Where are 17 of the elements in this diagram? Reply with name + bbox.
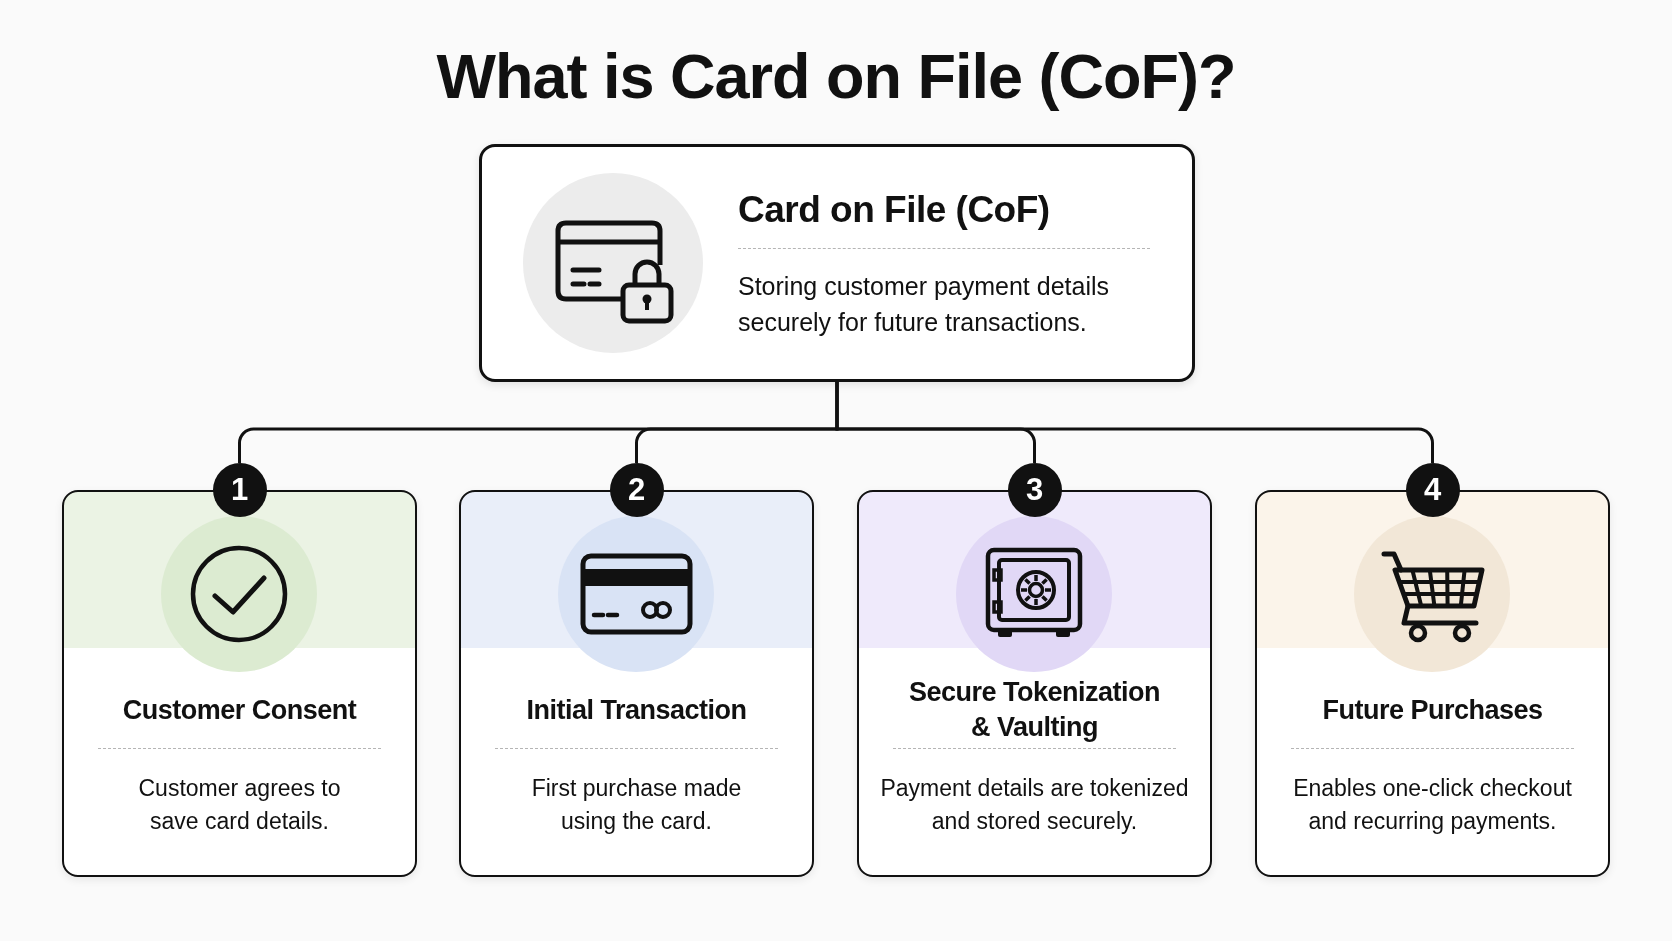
connector-line (835, 382, 1434, 463)
step-number: 1 (212, 463, 267, 517)
step-heading: Future Purchases (1322, 693, 1543, 727)
summary-heading: Card on File (CoF) (738, 188, 1050, 232)
summary-description: Storing customer payment details securely for future transactions. (738, 271, 1110, 338)
step-number: 4 (1405, 463, 1460, 517)
step-number: 2 (609, 463, 664, 517)
step-description: Enables one-click checkout and recurring payments. (1292, 774, 1573, 836)
step-heading: Initial Transaction (526, 693, 747, 727)
summary-card (479, 144, 1195, 382)
step-description: First purchase made using the card. (530, 774, 743, 836)
step-heading: Customer Consent (122, 693, 357, 727)
step-description: Customer agrees to save card details. (137, 774, 342, 836)
diagram-title: What is Card on File (CoF)? (435, 40, 1237, 113)
step-description: Payment details are tokenized and stored securely. (879, 774, 1190, 836)
step-number: 3 (1007, 463, 1062, 517)
step-heading: Secure Tokenization & Vaulting (907, 676, 1162, 744)
